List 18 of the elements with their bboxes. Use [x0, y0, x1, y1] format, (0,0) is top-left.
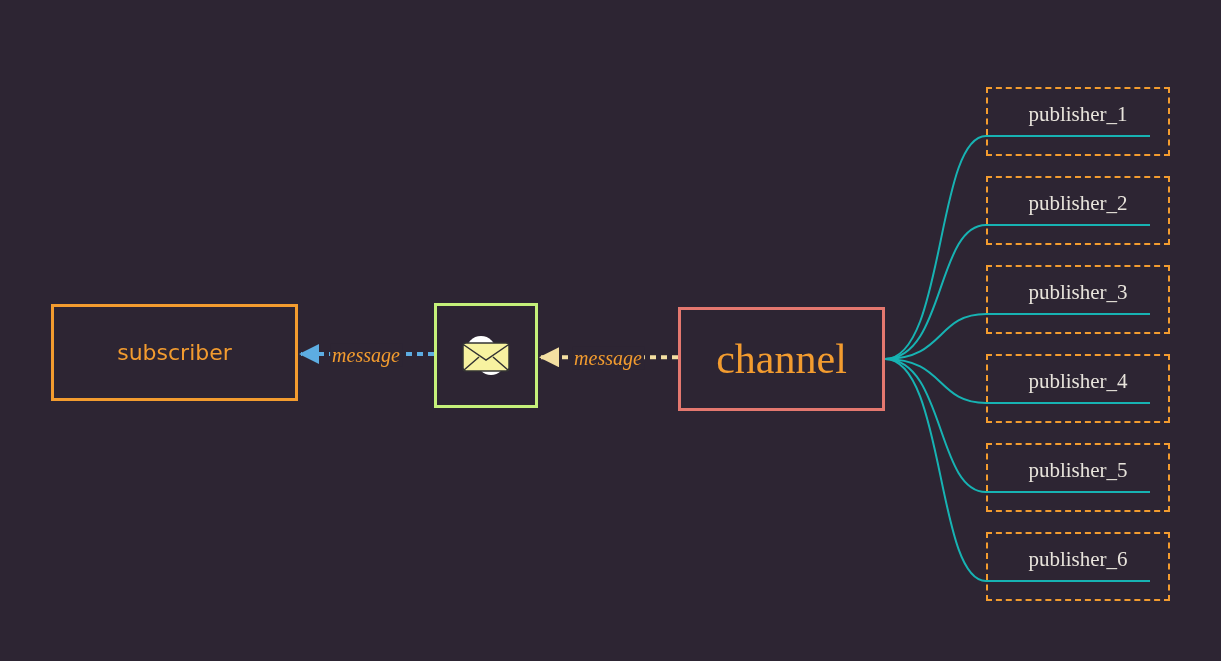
publisher-box [986, 354, 1170, 423]
publisher-label: publisher_5 [1028, 458, 1128, 483]
channel-box [678, 307, 885, 411]
publisher-label: publisher_6 [1028, 547, 1128, 572]
publisher-box [986, 443, 1170, 512]
publisher-label: publisher_4 [1028, 369, 1128, 394]
publisher-label: publisher_2 [1028, 191, 1128, 216]
node-label: subscriber [117, 340, 232, 365]
publisher-label: publisher_3 [1028, 280, 1128, 305]
publisher-box [986, 87, 1170, 156]
channel-label: channel [716, 335, 847, 383]
message-box [434, 303, 538, 408]
publisher-box [986, 265, 1170, 334]
publisher-box [986, 176, 1170, 245]
subscriber-box [51, 304, 298, 401]
publisher-label: publisher_1 [1028, 102, 1128, 127]
publisher-box [986, 532, 1170, 601]
connector [884, 358, 987, 582]
